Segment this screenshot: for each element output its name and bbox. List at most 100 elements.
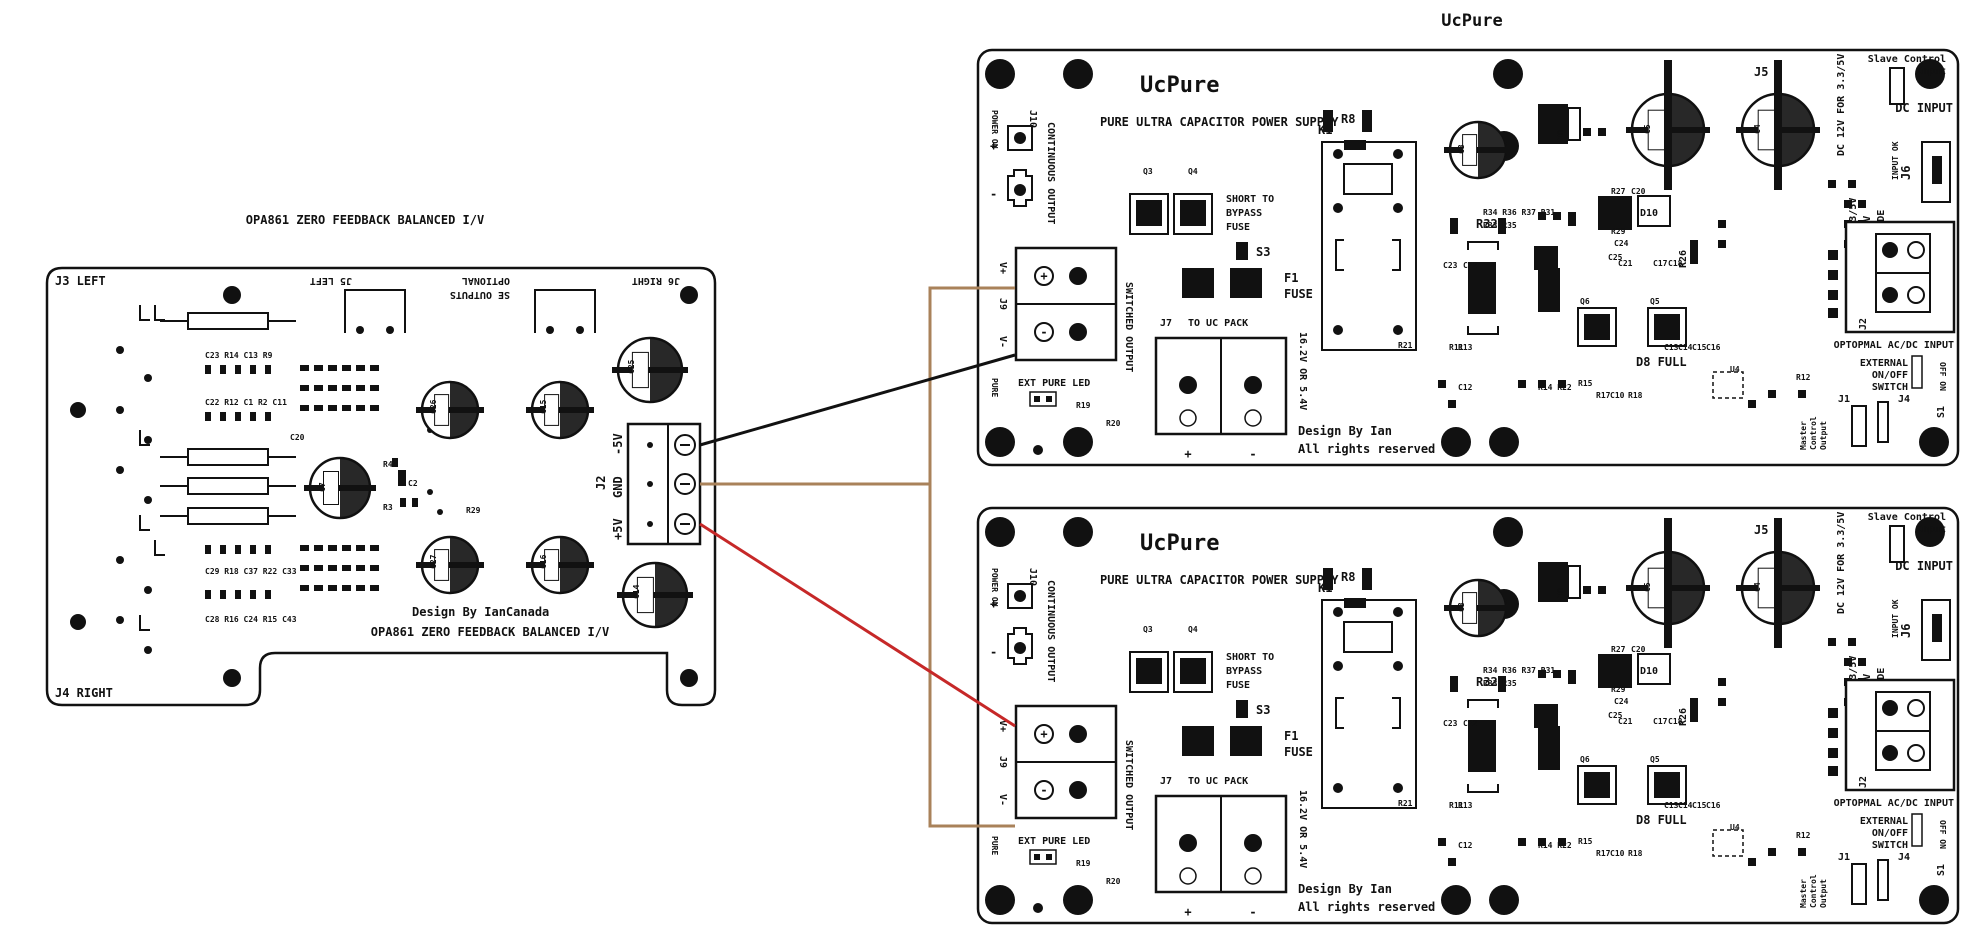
component-ref: C23 bbox=[1443, 719, 1458, 728]
u1-label: U1 bbox=[1555, 130, 1564, 140]
smd-pad bbox=[1848, 638, 1856, 646]
component-ref: C25 bbox=[1608, 711, 1623, 720]
electrolytic-capacitor: C15 bbox=[526, 380, 594, 440]
component-ref: R15 bbox=[1578, 837, 1593, 846]
inductor bbox=[1538, 268, 1560, 312]
header-pin bbox=[356, 326, 364, 334]
switched-output-label: SWITCHED OUTPUT bbox=[1123, 740, 1134, 830]
u1-label: U1 bbox=[1555, 588, 1564, 598]
dc-input-label: DC INPUT bbox=[1895, 101, 1953, 115]
terminal-hole bbox=[1014, 642, 1026, 654]
resistor bbox=[187, 477, 269, 495]
s3-label: S3 bbox=[1256, 245, 1270, 259]
j6-label: J6 bbox=[1899, 624, 1913, 638]
ref-r3: R3 bbox=[383, 503, 393, 512]
design-by-label: Design By Ian bbox=[1298, 882, 1392, 896]
component-ref: C18 bbox=[1668, 259, 1683, 268]
fuse-label: FUSE bbox=[1226, 680, 1250, 691]
r32-label: R32 bbox=[1476, 217, 1498, 231]
j3-label: J3 LEFT bbox=[55, 274, 106, 288]
bypass-label: BYPASS bbox=[1226, 666, 1262, 677]
q3-label: Q3 bbox=[1143, 625, 1153, 634]
board-outline bbox=[976, 48, 1960, 467]
res-row2: R33 R35 bbox=[1483, 679, 1517, 688]
terminal-hole bbox=[1179, 376, 1197, 394]
s1-label: S1 bbox=[1936, 864, 1947, 876]
relay-pin bbox=[1393, 149, 1403, 159]
j2-label: J2 bbox=[1858, 776, 1869, 788]
ext-led-label: EXT PURE LED bbox=[1018, 836, 1090, 847]
slave-input-label: Input bbox=[1916, 66, 1946, 77]
terminal-hole bbox=[1069, 725, 1087, 743]
pin-pos-label: +5V bbox=[611, 518, 625, 540]
output-label: Output bbox=[1819, 879, 1828, 908]
fuse-pad bbox=[1182, 268, 1214, 298]
smd-pad bbox=[1798, 390, 1806, 398]
board-subtitle: PURE ULTRA CAPACITOR POWER SUPPLY bbox=[1100, 573, 1339, 587]
ref-c20: C20 bbox=[290, 433, 305, 442]
q6-label: Q6 bbox=[1580, 755, 1590, 764]
component-ref: C16 bbox=[1706, 343, 1721, 352]
relay-pin bbox=[1393, 661, 1403, 671]
smd-pad bbox=[1798, 848, 1806, 856]
capacitor-label: C5 bbox=[1643, 124, 1652, 134]
se-outputs-label: SE OUTPUTS bbox=[450, 289, 510, 300]
r19-label: R19 bbox=[1076, 859, 1091, 868]
j7-minus: - bbox=[1249, 905, 1256, 919]
j7-label: J7 bbox=[1160, 776, 1172, 787]
v-plus-label: V+ bbox=[997, 720, 1008, 732]
mounting-hole bbox=[1915, 517, 1945, 547]
component-ref: R29 bbox=[1611, 685, 1626, 694]
left-pin-row bbox=[116, 346, 152, 654]
mounting-hole bbox=[1915, 59, 1945, 89]
negative-wire bbox=[699, 353, 1016, 447]
component-ref: R14 R22 bbox=[1538, 383, 1572, 392]
continuous-output-label: CONTINUOUS OUTPUT bbox=[1045, 580, 1056, 682]
capacitor-label: C26 bbox=[429, 399, 438, 414]
s3-label: S3 bbox=[1256, 703, 1270, 717]
smd-pad bbox=[1568, 218, 1576, 226]
f1-fuse-label: FUSE bbox=[1284, 745, 1313, 759]
inductor bbox=[1538, 726, 1560, 770]
led-header bbox=[1029, 391, 1057, 407]
mounting-hole bbox=[680, 669, 698, 687]
res-row1: R34 R36 R37 R31 bbox=[1483, 666, 1555, 675]
mounting-hole bbox=[1063, 517, 1093, 547]
ref-r29: R29 bbox=[466, 506, 481, 515]
relay-pin bbox=[1393, 203, 1403, 213]
q5-label: Q5 bbox=[1650, 297, 1660, 306]
ref-c2: C2 bbox=[408, 479, 418, 488]
component-ref: C17 bbox=[1653, 717, 1668, 726]
mounting-hole bbox=[1489, 885, 1519, 915]
header-pin bbox=[546, 326, 554, 334]
control-label: Control bbox=[1809, 416, 1818, 450]
s1-label: S1 bbox=[1936, 406, 1947, 418]
v-minus-label: V- bbox=[997, 794, 1008, 806]
slave-control-label: Slave Control bbox=[1868, 512, 1946, 523]
component-ref: C17 bbox=[1653, 259, 1668, 268]
pack-voltage-label: 16.2V OR 5.4V bbox=[1297, 332, 1308, 410]
smd-pad bbox=[1768, 390, 1776, 398]
smd-pad bbox=[1858, 658, 1866, 666]
mounting-hole bbox=[985, 427, 1015, 457]
pin-gnd-label: GND bbox=[611, 476, 625, 498]
capacitor-label: C15 bbox=[539, 399, 548, 414]
relay-pin bbox=[1333, 203, 1343, 213]
smd-pad bbox=[1718, 698, 1726, 706]
mounting-hole bbox=[680, 286, 698, 304]
j1-header bbox=[1851, 863, 1867, 905]
fuse-label: FUSE bbox=[1226, 222, 1250, 233]
electrolytic-capacitor: C3 bbox=[1444, 120, 1512, 180]
minus-label: - bbox=[990, 187, 997, 201]
on-off-label: ON/OFF bbox=[1872, 370, 1908, 381]
component-ref: R13 bbox=[1458, 801, 1473, 810]
smd-pad bbox=[1828, 290, 1838, 300]
minus-label: - bbox=[990, 645, 997, 659]
v-plus-label: V+ bbox=[997, 262, 1008, 274]
r26-label: R26 bbox=[1678, 708, 1689, 726]
master-label: Master bbox=[1799, 421, 1808, 450]
s3-switch bbox=[1236, 242, 1248, 260]
mounting-hole bbox=[1063, 59, 1093, 89]
